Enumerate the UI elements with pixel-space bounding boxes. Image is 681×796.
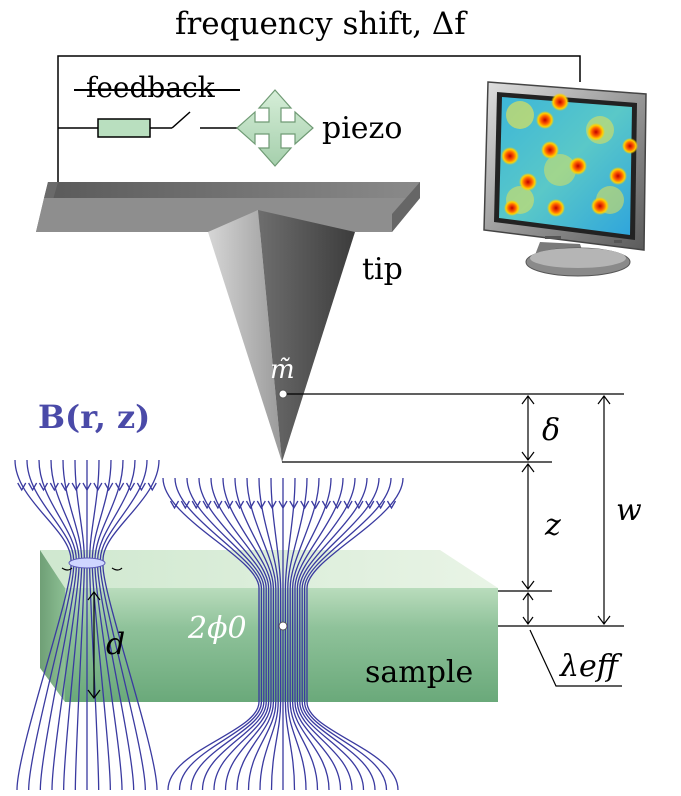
cantilever [36, 182, 420, 232]
field-line [289, 477, 320, 791]
field-arrow [17, 482, 27, 492]
vortex-current-arrow [111, 567, 123, 571]
field-line [174, 477, 263, 791]
field-line [246, 477, 277, 791]
field-arrow [321, 500, 331, 510]
field-line [299, 477, 368, 791]
monitor-screen [499, 93, 638, 235]
field-line [234, 477, 275, 791]
sample-label: sample [365, 655, 473, 690]
tip [208, 210, 355, 462]
field-arrow [104, 482, 114, 492]
field-line [198, 477, 267, 791]
field-lines-center [162, 477, 404, 791]
tip-label: tip [362, 252, 403, 287]
delta-label: δ [542, 413, 560, 448]
field-arrow [343, 500, 353, 510]
moment-label: m̃ [270, 355, 295, 385]
field-line [38, 459, 77, 791]
piezo-arrows-icon [236, 89, 314, 167]
field-line [102, 459, 160, 791]
flux-label: 2ϕ0 [187, 611, 247, 646]
feedback-label: feedback [86, 71, 216, 104]
field-arrow [136, 482, 146, 492]
lambda-label: λeff [559, 649, 623, 684]
field-line [50, 459, 80, 791]
field-arrow [300, 500, 310, 510]
field-line [62, 459, 83, 791]
field-line [162, 477, 260, 791]
field-line [186, 477, 265, 791]
field-line [291, 477, 332, 791]
field-line [306, 477, 404, 791]
field-line [301, 477, 380, 791]
field-line [91, 459, 112, 791]
field-line [296, 477, 356, 791]
sample-block [40, 550, 498, 702]
field-line [222, 477, 272, 791]
field-line [26, 459, 75, 791]
field-arrow [71, 482, 81, 492]
d-dimension [87, 591, 101, 699]
field-arrow [213, 500, 223, 510]
d-label: d [106, 627, 125, 662]
field-line [94, 459, 124, 791]
field-arrow [169, 500, 180, 510]
field-arrow [365, 500, 375, 510]
field-arrow [115, 482, 125, 492]
vortex-current-arrow [61, 567, 73, 571]
field-arrow [278, 500, 288, 510]
field-arrow [82, 482, 92, 492]
field-arrow [125, 482, 136, 492]
field-arrow [180, 500, 190, 510]
field-arrow [202, 500, 212, 510]
field-line [210, 477, 270, 791]
field-line [89, 459, 100, 791]
flux-center-dot [278, 621, 288, 631]
field-arrow [267, 500, 277, 510]
field-arrow [49, 482, 59, 492]
field-arrow [376, 500, 386, 510]
vortex-core-left [68, 557, 106, 569]
field-line [258, 477, 279, 791]
field-arrow [310, 500, 321, 510]
z-label: z [544, 508, 561, 543]
field-arrow [147, 482, 157, 492]
w-label: w [616, 493, 642, 528]
field-label: B(r, z) [38, 398, 150, 436]
field-arrow [332, 500, 342, 510]
field-line [270, 477, 282, 791]
piezo-label: piezo [322, 111, 402, 146]
field-line [303, 477, 392, 791]
field-line [287, 477, 308, 791]
field-line [284, 477, 296, 791]
field-arrow [93, 482, 103, 492]
monitor-icon [483, 81, 647, 277]
field-arrow [256, 500, 266, 510]
field-arrow [38, 482, 49, 492]
field-arrow [245, 500, 256, 510]
resistor-icon [97, 118, 151, 138]
field-arrow [60, 482, 70, 492]
circuit-wires [57, 55, 581, 182]
field-arrow [354, 500, 364, 510]
title-label: frequency shift, Δf [175, 6, 468, 42]
field-arrow [28, 482, 38, 492]
field-line [99, 459, 148, 791]
moment-dot [278, 389, 288, 399]
field-line [294, 477, 344, 791]
field-arrow [191, 500, 201, 510]
field-arrow [224, 500, 234, 510]
field-line [97, 459, 136, 791]
field-arrow [386, 500, 397, 510]
field-arrow [289, 500, 299, 510]
field-arrow [235, 500, 245, 510]
field-line [74, 459, 85, 791]
